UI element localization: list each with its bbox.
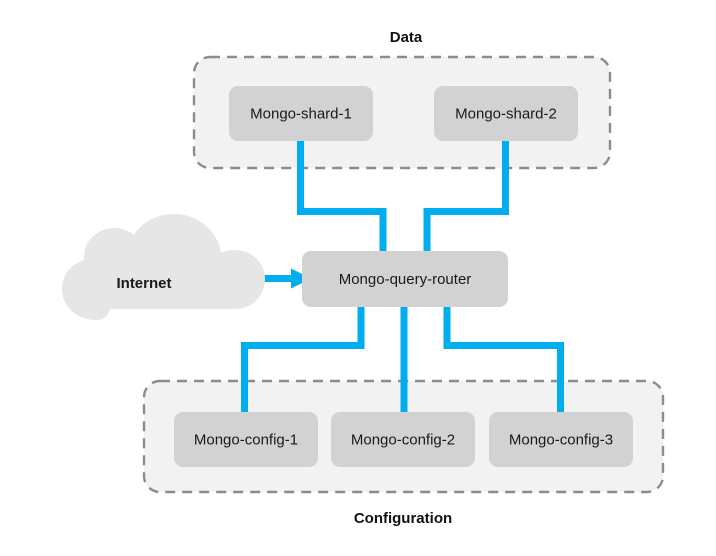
node-mongo-query-router[interactable]: Mongo-query-router xyxy=(302,251,508,307)
mongo-query-router-box xyxy=(302,251,508,307)
mongo-config-1-label: Mongo-config-1 xyxy=(194,431,298,448)
mongo-config-2-label: Mongo-config-2 xyxy=(351,431,455,448)
data-group-label: Data xyxy=(390,29,423,46)
node-mongo-shard-2[interactable]: Mongo-shard-2 xyxy=(434,86,578,141)
node-mongo-config-1[interactable]: Mongo-config-1 xyxy=(174,412,318,467)
cloud-icon xyxy=(62,214,265,320)
configuration-group-label: Configuration xyxy=(354,510,452,527)
arrow-head-icon xyxy=(291,268,311,289)
node-mongo-config-3[interactable]: Mongo-config-3 xyxy=(489,412,633,467)
internet-cloud-node[interactable]: Internet xyxy=(62,214,265,320)
mongo-shard-1-box xyxy=(229,86,373,141)
mongo-config-2-box xyxy=(331,412,475,467)
link-router-to-config1 xyxy=(241,307,365,413)
link-shard1-to-router xyxy=(297,140,387,251)
mongo-config-1-box xyxy=(174,412,318,467)
node-mongo-shard-1[interactable]: Mongo-shard-1 xyxy=(229,86,373,141)
mongo-shard-2-label: Mongo-shard-2 xyxy=(455,105,557,122)
mongo-shard-2-box xyxy=(434,86,578,141)
link-shard2-to-router xyxy=(423,140,509,251)
node-mongo-config-2[interactable]: Mongo-config-2 xyxy=(331,412,475,467)
mongo-shard-1-label: Mongo-shard-1 xyxy=(250,105,352,122)
internet-label: Internet xyxy=(116,275,171,292)
mongo-query-router-label: Mongo-query-router xyxy=(339,271,472,288)
link-router-to-config3 xyxy=(443,307,564,413)
mongo-config-3-label: Mongo-config-3 xyxy=(509,431,613,448)
mongo-config-3-box xyxy=(489,412,633,467)
